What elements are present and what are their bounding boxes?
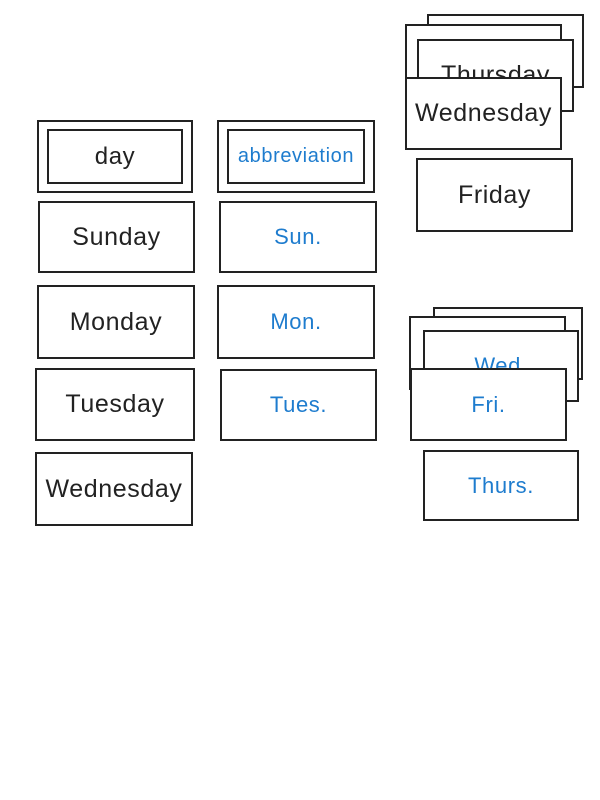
abbreviation-header-inner-border: abbreviation xyxy=(227,129,365,184)
day-card-tuesday: Tuesday xyxy=(35,368,195,441)
abbr-card-mon: Mon. xyxy=(217,285,375,359)
abbreviation-column-header-card: abbreviation xyxy=(217,120,375,193)
day-card-friday-loose[interactable]: Friday xyxy=(416,158,573,232)
day-card-sunday: Sunday xyxy=(38,201,195,273)
day-card-wednesday-loose[interactable]: Wednesday xyxy=(405,77,562,150)
abbr-card-sun: Sun. xyxy=(219,201,377,273)
abbreviation-header-label: abbreviation xyxy=(237,145,355,167)
day-card-monday: Monday xyxy=(37,285,195,359)
day-column-header-card: day xyxy=(37,120,193,193)
abbr-card-tues: Tues. xyxy=(220,369,377,441)
day-card-wednesday: Wednesday xyxy=(35,452,193,526)
day-header-label: day xyxy=(94,142,136,170)
abbr-card-thurs-loose[interactable]: Thurs. xyxy=(423,450,579,521)
day-header-inner-border: day xyxy=(47,129,183,184)
abbr-card-fri-loose[interactable]: Fri. xyxy=(410,368,567,441)
